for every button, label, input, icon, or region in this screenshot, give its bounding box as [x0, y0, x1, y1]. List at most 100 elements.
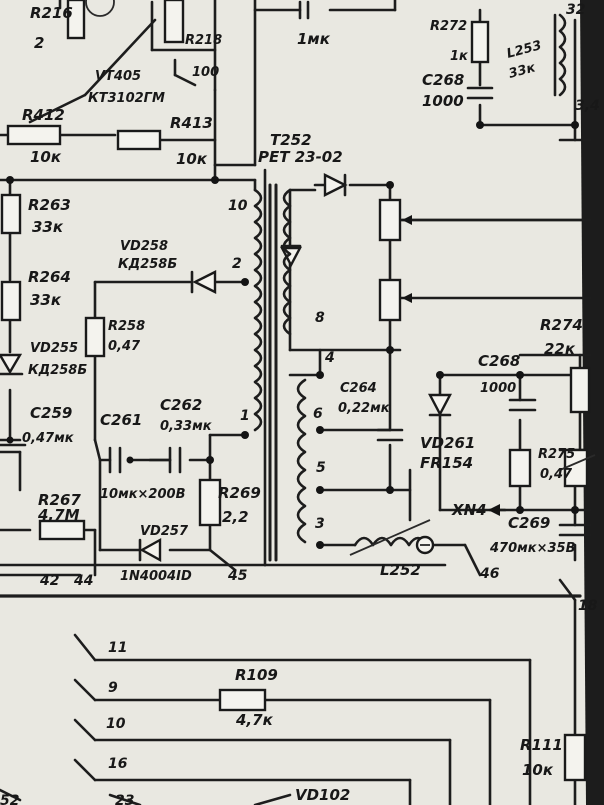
label-r264-ref: R264: [28, 268, 71, 286]
label-l253-value: 33к: [507, 60, 538, 82]
label-r216-value: 2: [34, 34, 44, 52]
label-c261-value: 10мк×200В: [100, 487, 186, 502]
pin-10b: 10: [106, 716, 126, 732]
pin-11: 11: [108, 640, 127, 656]
pin-9: 9: [108, 680, 118, 696]
diode-vd255: [0, 353, 23, 375]
resistor-r275: [508, 448, 532, 488]
label-r267-ref: R267: [38, 491, 81, 509]
resistor-r218: [163, 0, 185, 44]
label-r274-value: 22к: [544, 340, 576, 358]
label-c268-top-ref: C268: [422, 71, 464, 89]
pin-23: 23: [115, 793, 134, 805]
label-r109-ref: R109: [235, 666, 278, 684]
label-vd261-ref: VD261: [420, 434, 475, 452]
top-transistor-outline: [85, 0, 115, 17]
label-r216-ref: R216: [30, 4, 73, 22]
label-r267-value: 4,7М: [37, 506, 80, 524]
diode-vd258: [192, 270, 217, 294]
resistor-r412: [6, 124, 62, 146]
pin-16: 16: [108, 756, 128, 772]
label-r272-ref: R272: [430, 19, 467, 34]
resistor-r264: [0, 280, 22, 322]
label-vd255-value: КД258Б: [28, 363, 87, 378]
pin-44: 44: [73, 573, 93, 589]
pin-45: 45: [227, 568, 248, 584]
label-c269-value: 470мк×35В: [489, 541, 576, 556]
label-r258-ref: R258: [108, 319, 145, 334]
label-r263-value: 33к: [32, 218, 64, 236]
label-r258-value: 0,47: [108, 339, 141, 354]
component-labels: R216 2 R218 100 1мк R272 1к L253 33к C26…: [22, 4, 583, 804]
label-r413-ref: R413: [170, 114, 213, 132]
label-r275-ref: R275: [538, 447, 575, 462]
resistor-r258: [84, 316, 106, 358]
label-r272-value: 1к: [450, 49, 469, 64]
label-c259-left-ref: C259: [30, 404, 72, 422]
diode-vd257: [139, 537, 162, 563]
pin-52: 52: [0, 793, 19, 805]
label-c268-value: 1000: [480, 381, 516, 396]
label-l252-ref: L252: [380, 561, 421, 579]
inductor-l253: [558, 13, 567, 97]
pin-8: 8: [315, 310, 325, 326]
pin-2: 2: [232, 256, 242, 272]
label-t252-ref: T252: [270, 131, 312, 149]
label-c262-value: 0,33мк: [160, 419, 213, 434]
pin-18: 18: [578, 598, 598, 614]
label-vd258-value: КД258Б: [118, 257, 177, 272]
label-vd258-ref: VD258: [120, 239, 168, 254]
resistor-r269: [198, 478, 222, 527]
pin-32: 32: [566, 2, 585, 18]
resistor-trim-2: [378, 278, 402, 322]
label-vd257-ref: VD257: [140, 524, 189, 539]
resistor-r267: [38, 519, 86, 541]
label-xn4-ref: XN4: [451, 501, 487, 519]
diodes: [0, 173, 452, 563]
label-vd261-value: FR154: [420, 454, 473, 472]
label-t252-value: PET 23-02: [258, 148, 343, 166]
label-c264-value: 0,22мк: [338, 401, 391, 416]
resistor-r413: [116, 129, 162, 151]
label-r412-ref: R412: [22, 106, 65, 124]
resistor-trim-1: [378, 198, 402, 242]
pin-4: 4: [324, 350, 335, 366]
label-r264-value: 33к: [30, 291, 62, 309]
label-r111-ref: R111: [520, 736, 563, 754]
diode-t252-out: [323, 173, 348, 197]
label-c-top-value: 1мк: [297, 30, 331, 48]
resistor-r109: [218, 688, 267, 712]
label-r111-value: 10к: [522, 761, 554, 779]
label-r413-value: 10к: [176, 150, 208, 168]
label-vt405-ref: VT405: [95, 69, 141, 84]
label-c269-ref: C269: [508, 514, 550, 532]
pin-3-4: 3,4: [575, 98, 600, 114]
inductor-l252: [353, 536, 429, 547]
resistor-r272: [470, 20, 490, 64]
pin-42: 42: [39, 573, 59, 589]
trim-arrows: [400, 215, 596, 471]
pin-46: 46: [479, 566, 500, 582]
label-vd257-value: 1N4004ID: [120, 569, 192, 584]
label-vt405-value: КТ3102ГМ: [88, 91, 165, 106]
pin-5: 5: [316, 460, 326, 476]
label-vd102-ref: VD102: [295, 786, 350, 804]
resistors: [0, 0, 591, 782]
label-c259-left-value: 0,47мк: [22, 431, 75, 446]
label-r263-ref: R263: [28, 196, 71, 214]
label-c261-ref: C261: [100, 411, 142, 429]
resistor-r274: [569, 366, 591, 414]
junction-dots: [6, 121, 579, 549]
page-edge-shadow: [580, 0, 604, 805]
label-r274-ref: R274: [540, 316, 583, 334]
pin-6: 6: [313, 406, 323, 422]
label-r218-ref: R218: [185, 33, 222, 48]
label-r109-value: 4,7к: [235, 711, 274, 729]
label-c268-ref: C268: [478, 352, 520, 370]
label-r218-value: 100: [192, 65, 219, 80]
pin-10: 10: [228, 198, 248, 214]
